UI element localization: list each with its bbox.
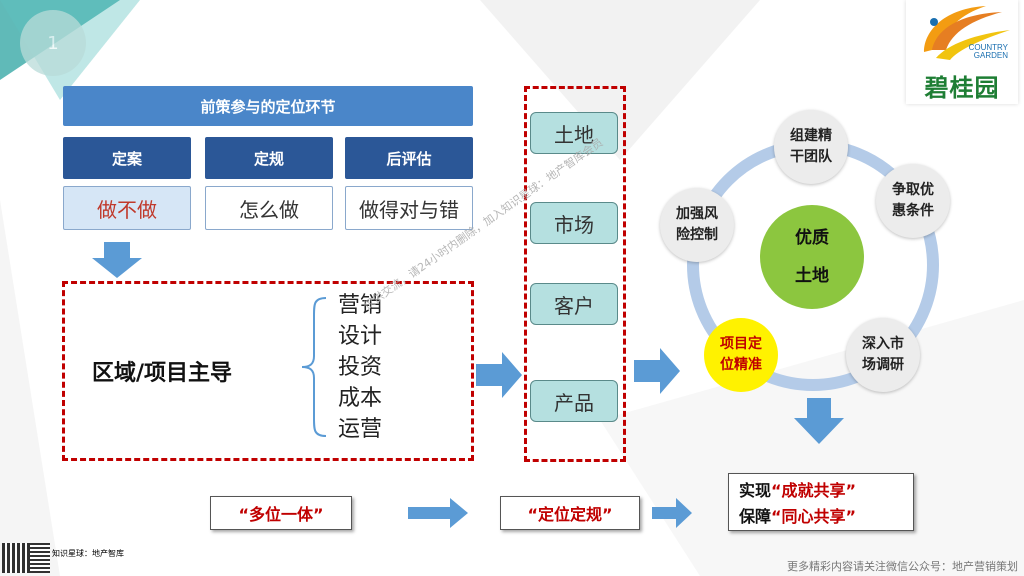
stage-value-decide: 做不做 — [63, 186, 191, 230]
function-item: 设计 — [338, 324, 383, 349]
cycle-node-conditions: 争取优惠条件 — [876, 164, 950, 238]
logo-en-line1: COUNTRY — [968, 43, 1008, 52]
cycle-node-positioning: 项目定位精准 — [704, 318, 778, 392]
node-line: 干团队 — [790, 149, 832, 165]
node-line: 位精准 — [720, 357, 762, 373]
qr-caption: 知识星球：地产智库 — [52, 549, 124, 558]
logo-swoosh-icon — [924, 6, 1010, 60]
right-arrow-icon — [408, 498, 468, 528]
node-line: 争取优 — [892, 182, 934, 198]
stage-tab-plan: 定规 — [205, 137, 333, 179]
node-line: 深入市 — [862, 336, 904, 352]
node-line: 险控制 — [676, 227, 718, 243]
tag-positioning: “定位定规” — [500, 496, 640, 530]
brace-icon — [301, 297, 327, 437]
center-line2: 土地 — [795, 266, 829, 286]
logo-en-line2: GARDEN — [973, 51, 1008, 60]
dimension-product: 产品 — [530, 380, 618, 422]
stage-tab-evaluate: 后评估 — [345, 137, 473, 179]
function-item: 运营 — [338, 417, 383, 442]
node-line: 场调研 — [862, 357, 904, 373]
positioning-stage-header: 前策参与的定位环节 — [63, 86, 473, 126]
cycle-center-quality-land: 优质 土地 — [760, 205, 864, 309]
dimension-customer: 客户 — [530, 283, 618, 325]
result-line1-prefix: 实现 — [739, 481, 772, 500]
dimensions-box — [524, 86, 626, 462]
node-line: 组建精 — [790, 128, 832, 144]
function-item: 投资 — [338, 355, 383, 380]
function-item: 成本 — [338, 386, 383, 411]
cycle-node-risk: 加强风险控制 — [660, 188, 734, 262]
logo-english: COUNTRY GARDEN — [969, 44, 1008, 60]
center-line1: 优质 — [795, 228, 829, 248]
right-arrow-icon — [652, 498, 692, 528]
node-line: 项目定 — [720, 336, 762, 352]
logo-brand-name: 碧桂园 — [924, 74, 1000, 102]
stage-value-plan: 怎么做 — [205, 186, 333, 230]
dimension-land: 土地 — [530, 112, 618, 154]
right-arrow-icon — [476, 352, 522, 398]
tag-integration: “多位一体” — [210, 496, 352, 530]
stage-value-evaluate: 做得对与错 — [345, 186, 473, 230]
stage-tab-decide: 定案 — [63, 137, 191, 179]
node-line: 惠条件 — [892, 203, 934, 219]
result-box: 实现“成就共享” 保障“同心共享” — [728, 473, 914, 531]
lead-functions-box — [62, 281, 474, 461]
right-arrow-icon — [634, 348, 680, 394]
cycle-node-research: 深入市场调研 — [846, 318, 920, 392]
function-list: 营销 设计 投资 成本 运营 — [338, 290, 382, 445]
qr-code-icon — [2, 543, 32, 573]
node-line: 加强风 — [676, 206, 718, 222]
down-arrow-icon — [92, 242, 142, 278]
result-line2-prefix: 保障 — [739, 507, 772, 526]
down-arrow-icon — [794, 398, 844, 444]
company-logo: COUNTRY GARDEN 碧桂园 — [906, 0, 1018, 104]
slide-number: 1 — [20, 10, 86, 76]
lead-text: 区域/项目主导 — [92, 361, 233, 386]
footer-text: 更多精彩内容请关注微信公众号：地产营销策划 — [787, 560, 1018, 573]
cycle-node-team: 组建精干团队 — [774, 110, 848, 184]
result-line1-highlight: “成就共享” — [771, 481, 857, 500]
qr-code-icon — [30, 543, 50, 573]
function-item: 营销 — [338, 293, 383, 318]
result-line2-highlight: “同心共享” — [771, 507, 857, 526]
dimension-market: 市场 — [530, 202, 618, 244]
